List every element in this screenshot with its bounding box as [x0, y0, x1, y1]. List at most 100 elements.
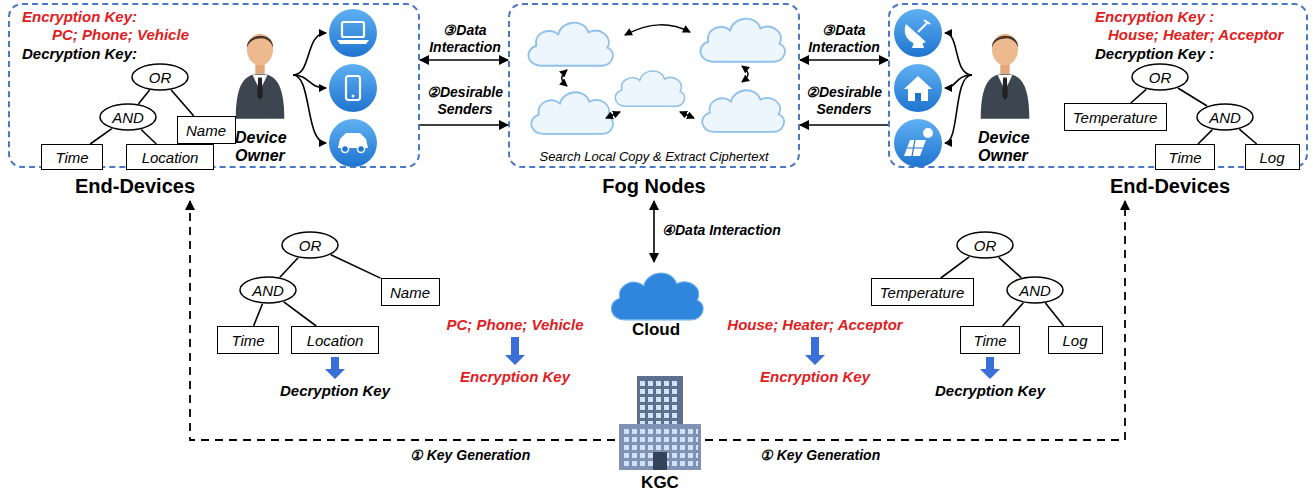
building-icon — [615, 372, 705, 472]
kgc-building: KGC — [615, 372, 705, 496]
key-label: House; Heater; Acceptor — [727, 316, 902, 333]
connector — [420, 59, 508, 61]
connector — [653, 201, 655, 262]
connector — [171, 90, 194, 116]
node-label: OR — [974, 237, 997, 254]
attribute-box: Time — [960, 326, 1020, 354]
edge-label: ②Desirable Senders — [424, 84, 506, 118]
edge-label: ① Key Generation — [760, 447, 880, 464]
connector — [331, 255, 381, 278]
connector — [1178, 88, 1207, 106]
attribute-box: Name — [381, 278, 440, 306]
dashed-connector — [190, 201, 615, 440]
connector — [1198, 130, 1212, 144]
edge-label: ④Data Interaction — [662, 222, 812, 239]
key-text: PC; Phone; Vehicle — [52, 26, 189, 43]
key-label: Decryption Key — [935, 382, 1045, 399]
connector — [999, 257, 1022, 277]
attribute-box: Log — [1245, 144, 1300, 170]
node-label: AND — [112, 109, 144, 126]
owner-label: Device Owner — [235, 129, 297, 165]
logic-gate-ellipse: AND — [99, 103, 157, 131]
group-region: Encryption Key :House; Heater; AcceptorD… — [888, 3, 1308, 168]
node-label: Temperature — [880, 284, 965, 301]
attribute-box: Location — [126, 144, 214, 170]
logic-gate-ellipse: AND — [1196, 103, 1254, 131]
group-heading: End-Devices — [40, 175, 230, 198]
key-label: Encryption Key — [760, 368, 870, 385]
group-heading: End-Devices — [1075, 175, 1265, 198]
key-label: Encryption Key — [460, 368, 570, 385]
key-text: House; Heater; Acceptor — [1108, 26, 1283, 43]
attribute-box: Log — [1048, 326, 1103, 354]
key-text: Decryption Key : — [1095, 45, 1214, 62]
connector — [138, 90, 149, 104]
logic-gate-ellipse: OR — [1131, 63, 1189, 91]
node-label: OR — [299, 237, 322, 254]
connector — [941, 257, 969, 278]
device-icons — [329, 9, 942, 167]
node-label: Time — [973, 332, 1006, 349]
node-label: Time — [55, 149, 88, 166]
key-arrows — [325, 337, 1000, 379]
node-label: OR — [1149, 69, 1172, 86]
connector — [284, 302, 316, 326]
logic-gate-ellipse: AND — [239, 276, 297, 304]
logic-gate-ellipse: OR — [131, 63, 189, 91]
edge-label: ③Data Interaction — [803, 22, 885, 56]
node-label: KGC — [615, 473, 705, 493]
attribute-box: Temperature — [871, 278, 974, 306]
node-label: Location — [142, 149, 199, 166]
connector — [800, 59, 888, 61]
attribute-box: Location — [291, 326, 379, 354]
node-label: Name — [390, 284, 430, 301]
group-region: Encryption Key:PC; Phone; VehicleDecrypt… — [8, 3, 420, 168]
connector — [280, 258, 298, 277]
node-label: Time — [1168, 149, 1201, 166]
connector — [90, 129, 112, 144]
connector — [800, 124, 888, 126]
logic-gate-ellipse: OR — [281, 231, 339, 259]
attribute-box: Time — [1155, 144, 1215, 170]
connector — [1045, 303, 1063, 326]
logic-gate-ellipse: OR — [956, 231, 1014, 259]
node-label: OR — [149, 69, 172, 86]
owner-label: Device Owner — [978, 129, 1040, 165]
cloud-icon — [598, 262, 714, 324]
key-text: Search Local Copy & Extract Ciphertext — [510, 149, 798, 164]
group-heading: Fog Nodes — [510, 175, 798, 198]
connector — [1239, 129, 1256, 144]
group-region: Search Local Copy & Extract CiphertextFo… — [508, 3, 800, 168]
edge-label: ③Data Interaction — [424, 22, 506, 56]
node-label: Cloud — [598, 320, 714, 340]
key-label: Decryption Key — [280, 382, 390, 399]
fog-clouds — [528, 19, 784, 134]
node-label: AND — [1019, 282, 1051, 299]
connector — [1003, 303, 1024, 326]
attribute-box: Time — [41, 144, 103, 170]
edge-label: ②Desirable Senders — [803, 84, 885, 118]
key-text: Decryption Key: — [22, 45, 137, 62]
connector — [141, 130, 156, 145]
connector — [254, 304, 263, 326]
key-text: Encryption Key: — [22, 8, 137, 25]
connector — [1131, 89, 1146, 103]
cloud-node: Cloud — [598, 262, 714, 342]
node-label: AND — [1209, 109, 1241, 126]
node-label: Temperature — [1073, 109, 1158, 126]
key-text: Encryption Key : — [1095, 8, 1214, 25]
edge-label: ① Key Generation — [410, 447, 530, 464]
key-label: PC; Phone; Vehicle — [447, 316, 584, 333]
node-label: Name — [186, 122, 226, 139]
node-label: Log — [1259, 149, 1284, 166]
attribute-box: Temperature — [1064, 103, 1167, 131]
node-label: Log — [1062, 332, 1087, 349]
connector — [420, 124, 508, 126]
attribute-box: Name — [177, 116, 236, 144]
node-label: Location — [307, 332, 364, 349]
fog-arrows — [562, 25, 748, 118]
node-label: AND — [252, 282, 284, 299]
logic-gate-ellipse: AND — [1006, 276, 1064, 304]
node-label: Time — [231, 332, 264, 349]
attribute-box: Time — [217, 326, 279, 354]
